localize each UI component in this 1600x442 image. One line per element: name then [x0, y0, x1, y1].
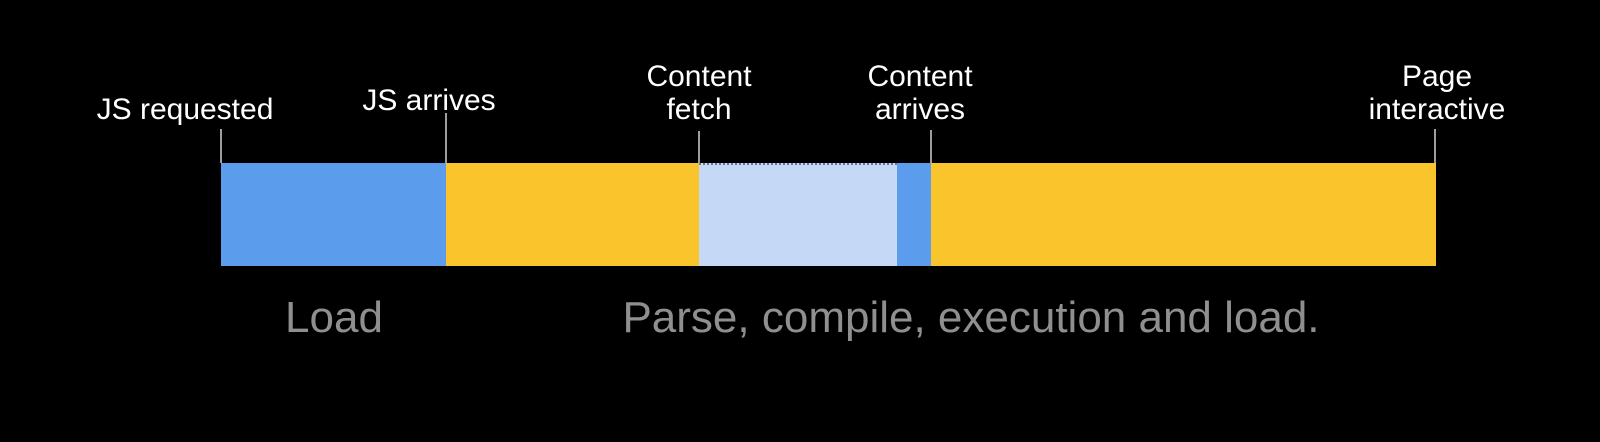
timeline-bar: [221, 163, 1436, 266]
segment-parse-compile-1: [446, 163, 699, 266]
tick-content-arrives: [930, 130, 932, 163]
tick-js-requested: [220, 129, 222, 163]
milestone-label-page-interactive: Page interactive: [1369, 60, 1506, 126]
milestone-label-content-arrives-line2: arrives: [874, 93, 966, 126]
milestone-label-content-fetch: Content fetch: [646, 60, 751, 126]
segment-parse-compile-2: [931, 163, 1436, 266]
milestone-label-page-interactive-line2: interactive: [1368, 93, 1506, 126]
tick-js-arrives: [445, 113, 447, 163]
segment-content-fetch: [699, 163, 897, 266]
segment-js-download: [221, 163, 446, 266]
milestone-label-content-arrives: Content arrives: [867, 60, 972, 126]
phase-caption-parse-compile-execute-load: Parse, compile, execution and load.: [622, 293, 1320, 342]
milestone-label-content-arrives-line1: Content: [867, 60, 973, 93]
milestone-label-content-fetch-line1: Content: [646, 60, 752, 93]
milestone-label-js-arrives-text: JS arrives: [362, 84, 496, 117]
milestone-label-page-interactive-line1: Page: [1401, 60, 1473, 93]
milestone-label-js-arrives: JS arrives: [362, 84, 495, 117]
tick-content-fetch: [698, 131, 700, 163]
phase-caption-load: Load: [285, 293, 383, 342]
segment-content-download: [897, 163, 931, 266]
milestone-label-js-requested: JS requested: [97, 93, 274, 126]
milestone-label-content-fetch-line2: fetch: [666, 93, 732, 126]
tick-page-interactive: [1434, 129, 1436, 163]
milestone-label-js-requested-text: JS requested: [96, 93, 274, 126]
